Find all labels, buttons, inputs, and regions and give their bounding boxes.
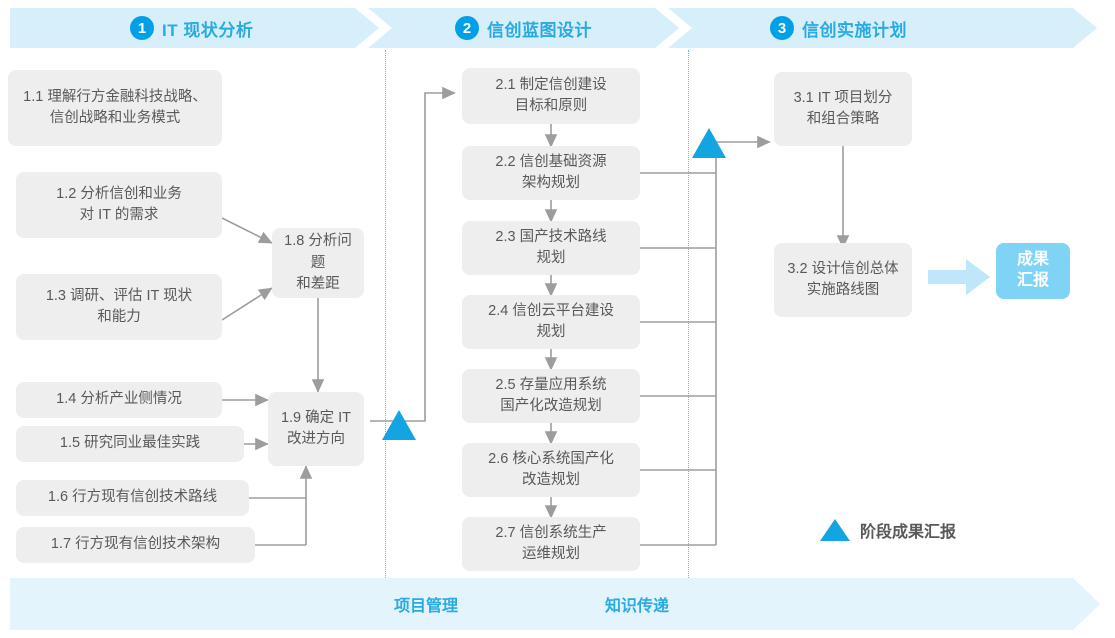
footer-item-knowledge-transfer[interactable]: 知识传递 bbox=[605, 598, 670, 615]
phase-3-number: 3 bbox=[770, 16, 794, 40]
legend-label: 阶段成果汇报 bbox=[860, 524, 957, 541]
step-box-2-1[interactable]: 2.1 制定信创建设目标和原则 bbox=[462, 68, 640, 124]
step-box-1-5[interactable]: 1.5 研究同业最佳实践 bbox=[16, 426, 244, 462]
phase-divider-2 bbox=[688, 50, 689, 578]
step-box-2-7[interactable]: 2.7 信创系统生产运维规划 bbox=[462, 517, 640, 571]
step-box-1-4[interactable]: 1.4 分析产业侧情况 bbox=[16, 382, 222, 418]
milestone-triangle-1 bbox=[382, 410, 416, 440]
triangle-icon bbox=[820, 519, 850, 541]
step-box-2-6[interactable]: 2.6 核心系统国产化改造规划 bbox=[462, 443, 640, 497]
step-box-2-3[interactable]: 2.3 国产技术路线规划 bbox=[462, 221, 640, 275]
footer-band-shape bbox=[10, 578, 1100, 630]
step-box-1-3[interactable]: 1.3 调研、评估 IT 现状和能力 bbox=[16, 274, 222, 340]
phase-3-header[interactable]: 3 信创实施计划 bbox=[770, 8, 907, 48]
step-box-1-1[interactable]: 1.1 理解行方金融科技战略、信创战略和业务模式 bbox=[8, 70, 222, 146]
milestone-triangle-2 bbox=[692, 128, 726, 158]
phase-3-label: 信创实施计划 bbox=[802, 20, 907, 40]
footer-band: 项目管理 知识传递 bbox=[10, 578, 1105, 630]
step-box-3-2[interactable]: 3.2 设计信创总体实施路线图 bbox=[774, 243, 912, 317]
step-box-1-8[interactable]: 1.8 分析问题和差距 bbox=[272, 228, 364, 298]
phase-band-shape bbox=[10, 8, 1097, 48]
step-box-1-7[interactable]: 1.7 行方现有信创技术架构 bbox=[16, 527, 255, 563]
phase-2-number: 2 bbox=[455, 16, 479, 40]
footer-item-project-management[interactable]: 项目管理 bbox=[394, 598, 459, 615]
step-box-1-2[interactable]: 1.2 分析信创和业务对 IT 的需求 bbox=[16, 172, 222, 238]
phase-1-label: IT 现状分析 bbox=[162, 20, 254, 40]
step-box-2-4[interactable]: 2.4 信创云平台建设规划 bbox=[462, 295, 640, 349]
phase-2-header[interactable]: 2 信创蓝图设计 bbox=[455, 8, 592, 48]
step-box-1-6[interactable]: 1.6 行方现有信创技术路线 bbox=[16, 480, 249, 516]
legend-milestone: 阶段成果汇报 bbox=[820, 518, 956, 542]
phase-1-header[interactable]: 1 IT 现状分析 bbox=[130, 8, 253, 48]
step-box-3-1[interactable]: 3.1 IT 项目划分和组合策略 bbox=[774, 72, 912, 146]
phase-1-number: 1 bbox=[130, 16, 154, 40]
result-arrow-icon bbox=[928, 259, 990, 295]
phase-divider-1 bbox=[385, 50, 386, 578]
step-box-2-2[interactable]: 2.2 信创基础资源架构规划 bbox=[462, 146, 640, 200]
step-box-2-5[interactable]: 2.5 存量应用系统国产化改造规划 bbox=[462, 369, 640, 423]
phase-2-label: 信创蓝图设计 bbox=[487, 20, 592, 40]
result-report-label: 成果汇报 bbox=[1016, 251, 1049, 289]
phase-header-band: 1 IT 现状分析 2 信创蓝图设计 3 信创实施计划 bbox=[10, 8, 1105, 48]
result-report-box[interactable]: 成果汇报 bbox=[996, 243, 1070, 299]
